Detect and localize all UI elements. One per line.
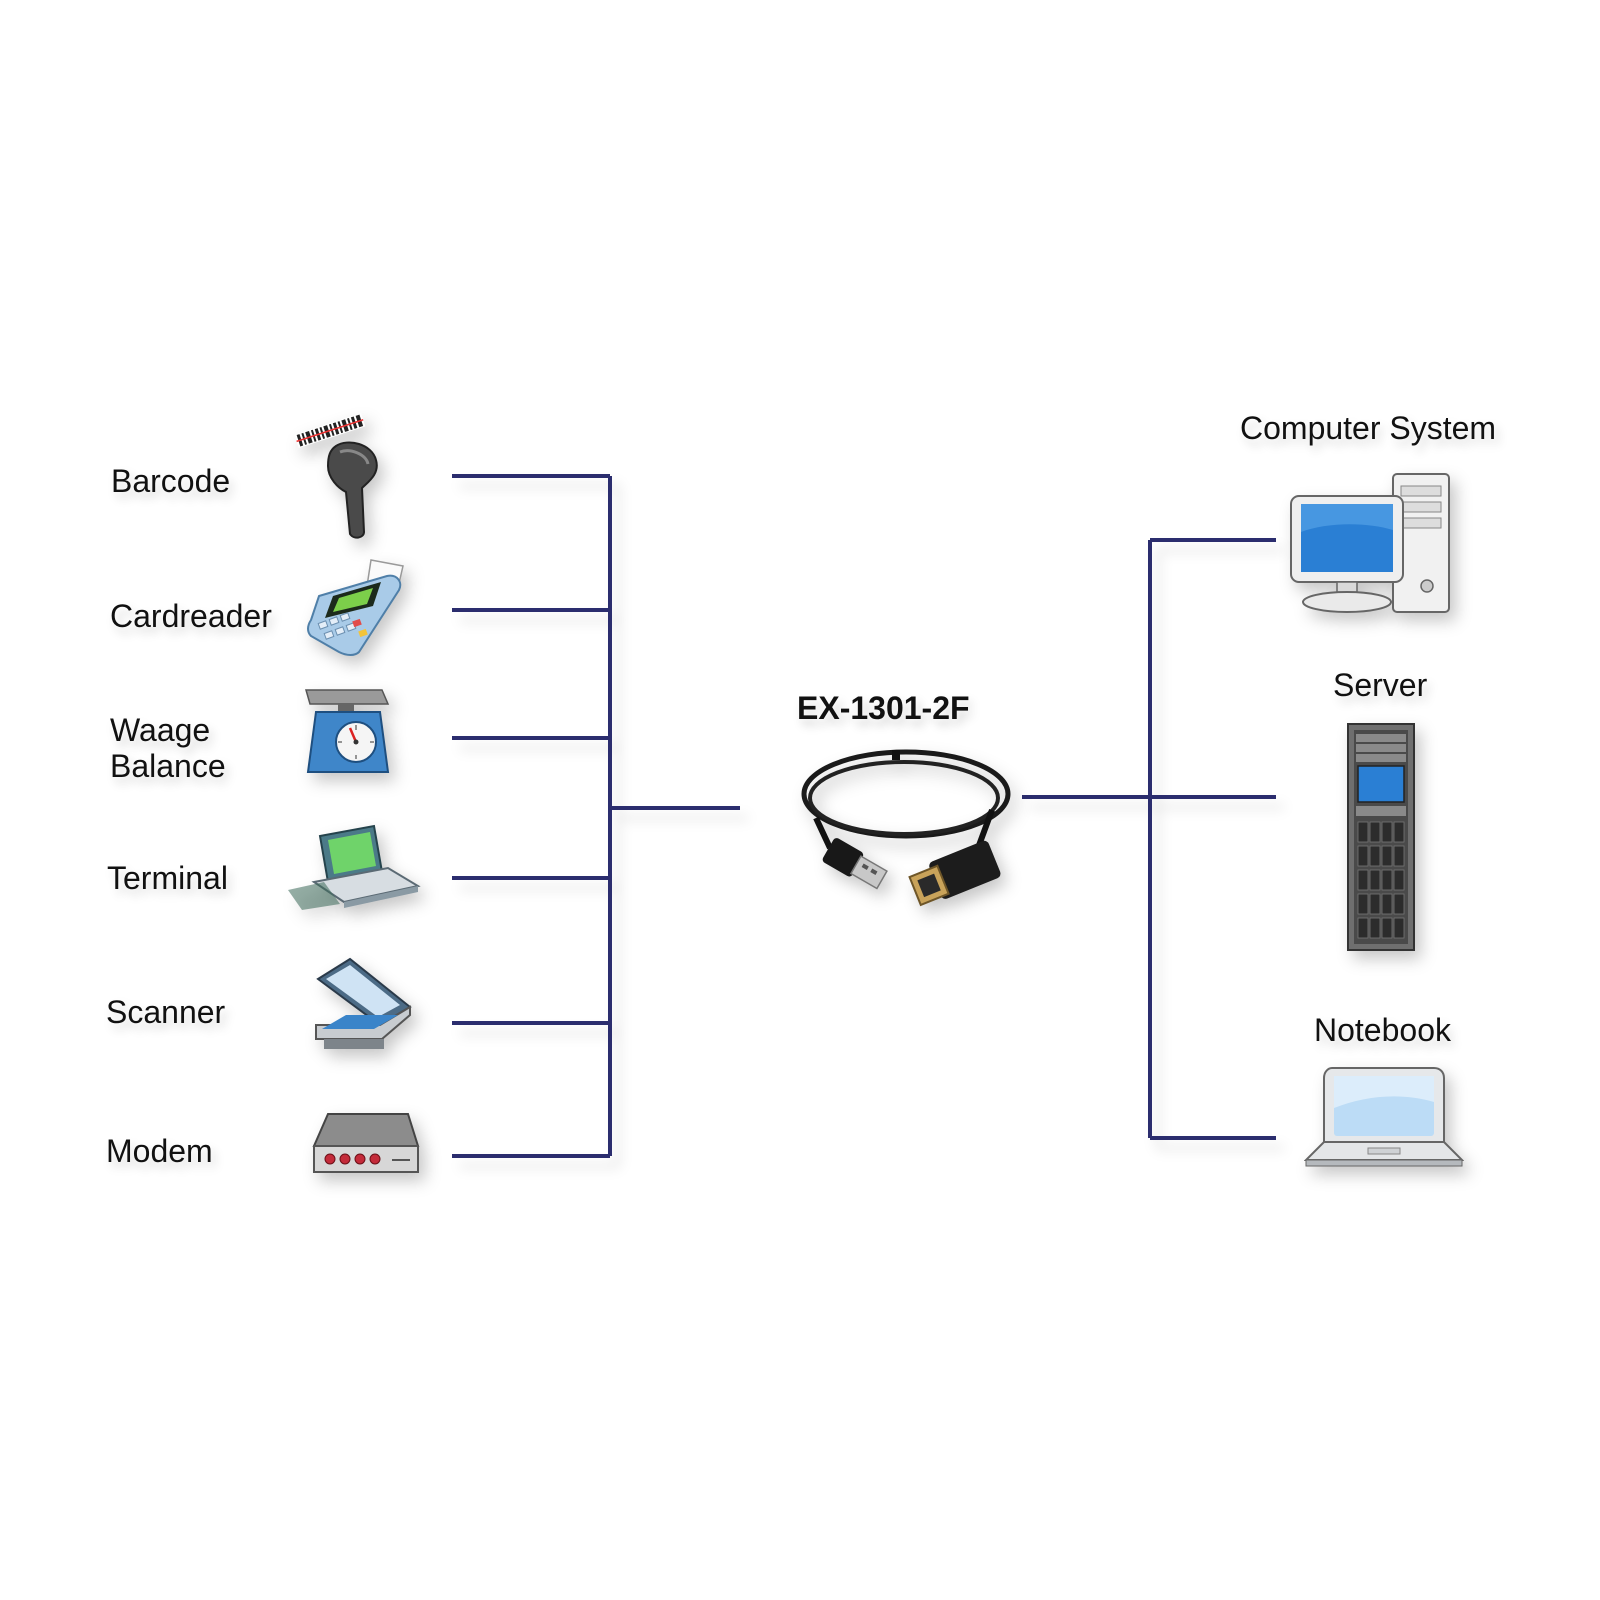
- label-barcode: Barcode: [111, 463, 231, 499]
- modem-icon: [312, 1113, 420, 1173]
- label-scanner: Scanner: [106, 994, 226, 1030]
- label-modem: Modem: [106, 1133, 213, 1169]
- desktop-computer-icon: [1290, 473, 1450, 613]
- label-computer-system: Computer System: [1240, 410, 1497, 446]
- label-server: Server: [1333, 667, 1428, 703]
- flatbed-scanner-icon: [315, 957, 412, 1049]
- terminal-icon: [288, 824, 421, 910]
- usb-serial-cable-icon: [801, 749, 1011, 907]
- card-reader-icon: [307, 559, 404, 656]
- label-waage: Waage: [110, 712, 211, 748]
- adapter-model-label: EX-1301-2F: [797, 690, 970, 726]
- server-rack-icon: [1347, 723, 1415, 951]
- notebook-icon: [1304, 1067, 1464, 1167]
- label-terminal: Terminal: [107, 860, 228, 896]
- label-balance: Balance: [110, 748, 226, 784]
- scale-icon: [305, 689, 390, 773]
- barcode-scanner-icon: [294, 413, 378, 539]
- label-cardreader: Cardreader: [110, 598, 272, 634]
- label-notebook: Notebook: [1314, 1012, 1451, 1048]
